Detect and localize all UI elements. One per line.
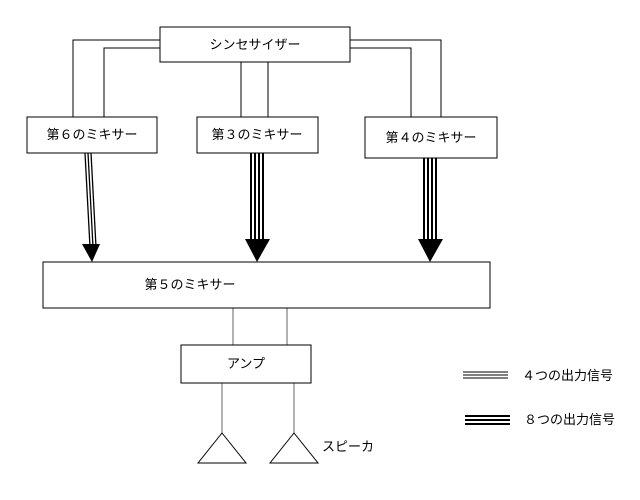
- mixer3-box: 第３のミキサー: [196, 116, 319, 154]
- legend-eight-label: ８つの出力信号: [524, 413, 615, 428]
- speaker-right: [268, 432, 320, 464]
- connector-amp-speakers: [221, 383, 295, 433]
- legend-four-label: ４つの出力信号: [522, 369, 613, 384]
- legend: ４つの出力信号 ８つの出力信号: [463, 369, 615, 428]
- mixer3-label: 第３のミキサー: [211, 128, 302, 143]
- connector-synth-mixer3: [240, 62, 269, 117]
- connector-mixer5-amp: [232, 308, 288, 345]
- connector-synth-mixer4: [350, 39, 442, 117]
- speaker-left: [196, 432, 248, 464]
- amp-label: アンプ: [227, 357, 265, 372]
- arrow-mixer4-to-mixer5: [418, 158, 443, 262]
- mixer6-label: 第６のミキサー: [46, 128, 137, 143]
- mixer4-label: 第４のミキサー: [385, 131, 476, 146]
- synth-box: シンセサイザー: [159, 26, 351, 63]
- connector-synth-mixer6: [72, 39, 160, 117]
- speaker-label: スピーカ: [322, 440, 374, 455]
- mixer5-box: 第５のミキサー: [42, 261, 491, 309]
- synth-label: シンセサイザー: [209, 38, 300, 53]
- mixer5-label: 第５のミキサー: [144, 278, 235, 293]
- legend-four-signals: ４つの出力信号: [463, 369, 613, 384]
- legend-eight-signals: ８つの出力信号: [465, 413, 615, 428]
- amp-box: アンプ: [180, 344, 312, 384]
- mixer6-box: 第６のミキサー: [26, 116, 158, 154]
- mixer4-box: 第４のミキサー: [364, 116, 498, 159]
- arrow-mixer3-to-mixer5: [245, 153, 270, 262]
- arrow-mixer6-to-mixer5: [82, 152, 100, 262]
